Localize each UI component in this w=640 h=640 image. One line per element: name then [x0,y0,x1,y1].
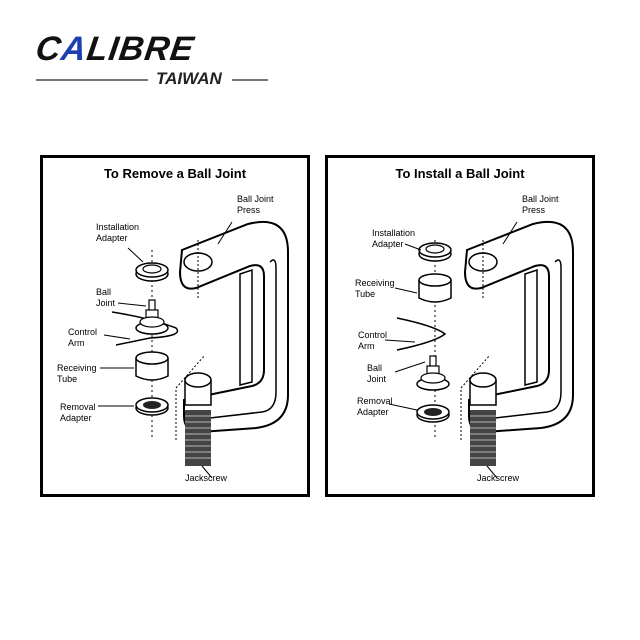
control-arm-drawing [111,311,179,346]
panel-title: To Install a Ball Joint [395,166,525,181]
logo-divider [232,79,268,81]
logo-divider [36,79,148,81]
control-arm-drawing [396,317,447,351]
label-jackscrew: Jackscrew [477,473,520,483]
label-jackscrew: Jackscrew [185,473,228,483]
panel-title: To Remove a Ball Joint [103,166,247,181]
remove-panel: To Remove a Ball Joint [40,155,310,497]
logo-subtitle: TAIWAN [156,69,222,88]
install-panel: To Install a Ball Joint [325,155,595,497]
install-diagram [384,220,574,479]
remove-diagram [98,220,289,479]
calibre-logo: CALIBRE TAIWAN [33,30,276,90]
